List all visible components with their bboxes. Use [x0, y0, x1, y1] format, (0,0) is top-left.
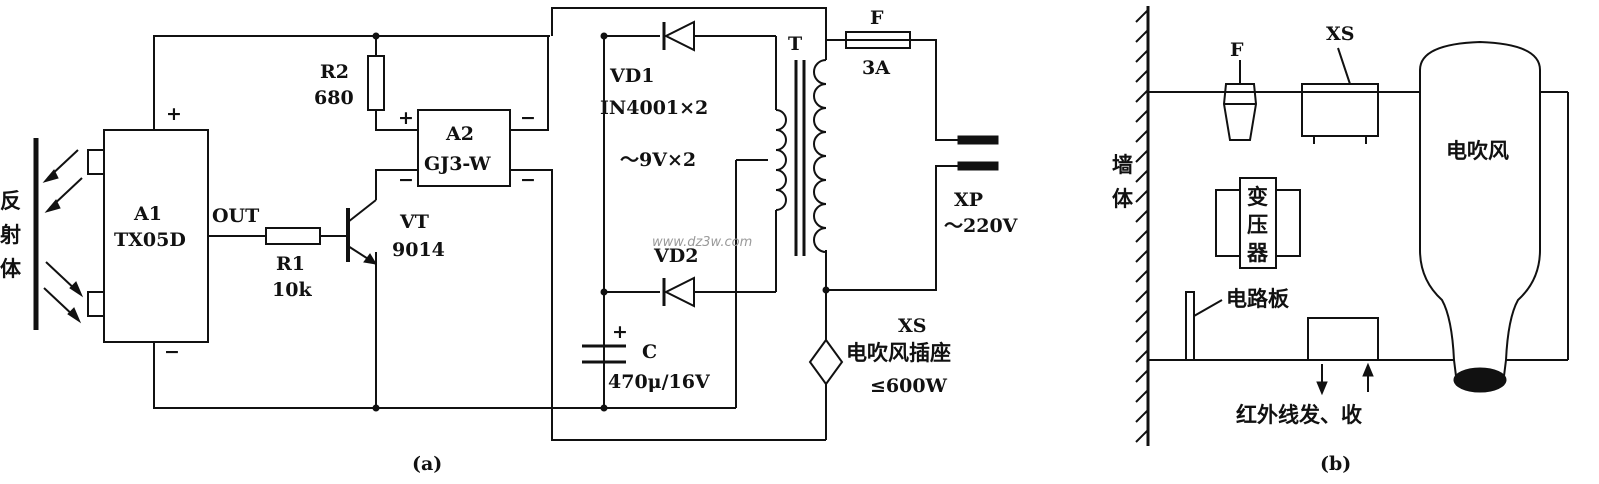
socket-rating: ≤600W — [870, 375, 948, 397]
a2-minus-left: − — [398, 169, 414, 191]
socket-xs: XS 电吹风插座 ≤600W — [808, 315, 951, 397]
resistor-r2: R2 680 — [314, 55, 385, 111]
transformer-label-3: 器 — [1246, 241, 1269, 265]
transistor-vt: VT 9014 — [346, 199, 445, 265]
ir-label: 红外线发、收 — [1236, 403, 1362, 427]
a1-minus: − — [164, 341, 180, 363]
socket-label-b: XS — [1326, 23, 1354, 45]
a1-plus: + — [166, 103, 182, 125]
diode-vd2: VD2 — [653, 245, 698, 308]
module-a2: A2 GJ3-W + − − − — [398, 107, 536, 191]
reflector: 反 射 体 — [0, 138, 39, 330]
reflector-label-2: 射 — [0, 223, 21, 247]
reflector-label-1: 反 — [0, 189, 21, 213]
plug-voltage: ～220V — [944, 215, 1019, 237]
transformer-box: 变 压 器 — [1215, 177, 1301, 269]
board-label: 电路板 — [1226, 287, 1290, 311]
fuse-name: F — [870, 7, 884, 29]
resistor-r1: R1 10k — [265, 227, 321, 301]
transformer-label-2: 压 — [1247, 213, 1268, 237]
a2-name: A2 — [445, 123, 474, 145]
transformer-label-1: 变 — [1247, 185, 1268, 209]
socket-name: XS — [898, 315, 926, 337]
ir-module: 红外线发、收 — [1236, 317, 1379, 427]
r2-name: R2 — [320, 61, 349, 83]
vt-name: VT — [399, 211, 429, 233]
a2-minus-right-bottom: − — [520, 169, 536, 191]
plug-name: XP — [954, 189, 983, 211]
transformer-t: T — [775, 33, 827, 256]
ir-beam-arrows — [42, 149, 84, 324]
module-a1: A1 TX05D + − OUT — [87, 103, 259, 363]
wall: 墙 体 — [1112, 6, 1150, 446]
transformer-label: T — [788, 33, 802, 55]
vd2-name: VD2 — [653, 245, 698, 267]
wall-label-2: 体 — [1112, 187, 1134, 211]
plug-xp: XP ～220V — [944, 135, 1019, 237]
a1-out-label: OUT — [212, 205, 259, 227]
fuse-rating: 3A — [862, 57, 890, 79]
vd1-spec: IN4001×2 — [600, 97, 708, 119]
r1-name: R1 — [276, 253, 305, 275]
secondary-voltage: ～9V×2 — [620, 149, 696, 171]
vd1-name: VD1 — [609, 65, 654, 87]
reflector-label-3: 体 — [0, 257, 22, 281]
dryer-label: 电吹风 — [1446, 139, 1509, 163]
r1-value: 10k — [272, 279, 312, 301]
layout-diagram-b: 墙 体 F XS 变 压 器 — [1112, 6, 1569, 475]
a2-minus-right-top: − — [520, 107, 536, 129]
wall-label-1: 墙 — [1112, 153, 1133, 177]
a1-model: TX05D — [114, 229, 186, 251]
wires-a — [153, 7, 958, 441]
watermark: www.dz3w.com — [652, 235, 752, 250]
capacitor-c: + C 470μ/16V — [582, 321, 711, 393]
c-name: C — [642, 341, 657, 363]
socket-box: XS — [1301, 23, 1379, 144]
a2-plus: + — [398, 107, 414, 129]
circuit-board: 电路板 — [1185, 287, 1290, 361]
a1-name: A1 — [133, 203, 162, 225]
caption-a: (a) — [412, 453, 442, 475]
c-plus: + — [612, 321, 628, 343]
r2-value: 680 — [314, 87, 354, 109]
circuit-diagram-a: 反 射 体 A1 TX05D + − OUT — [0, 7, 1019, 475]
vt-model: 9014 — [392, 239, 445, 261]
fuse-f: F 3A — [845, 7, 911, 79]
fuse-label-b: F — [1230, 39, 1244, 61]
diode-vd1: VD1 IN4001×2 ～9V×2 — [600, 20, 708, 171]
junction-dots — [372, 32, 830, 412]
caption-b: (b) — [1320, 453, 1351, 475]
socket-desc: 电吹风插座 — [846, 341, 951, 365]
c-value: 470μ/16V — [608, 371, 711, 393]
a2-model: GJ3-W — [424, 153, 491, 175]
fuse-holder: F — [1222, 39, 1258, 141]
hair-dryer: 电吹风 — [1419, 40, 1541, 393]
